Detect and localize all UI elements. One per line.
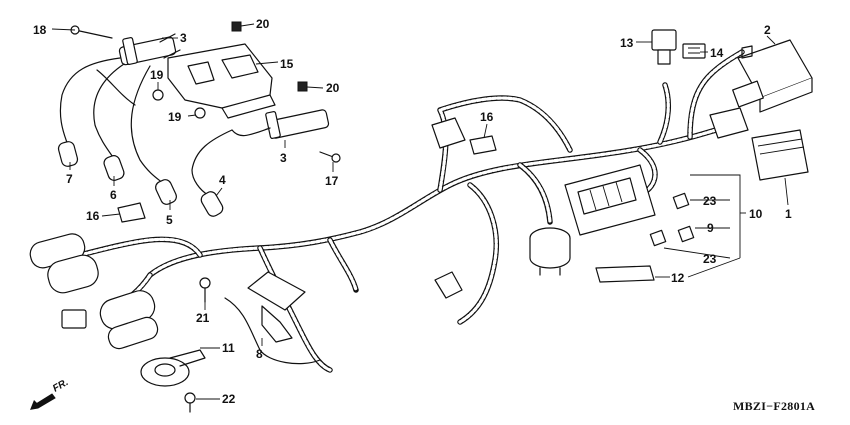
ecu-connector-block xyxy=(709,107,749,139)
label-12 xyxy=(595,265,655,283)
fuse-23-lower xyxy=(649,229,667,247)
callout-6: 6 xyxy=(110,188,117,202)
callout-8: 8 xyxy=(256,347,263,361)
spark-plug-caps xyxy=(57,141,224,217)
callout-19-upper: 19 xyxy=(150,68,164,82)
horn xyxy=(140,349,206,387)
callout-23-upper: 23 xyxy=(703,194,717,208)
harness-clamp-16-left xyxy=(117,202,146,223)
ground-wire xyxy=(224,297,321,365)
spark-plug-wires xyxy=(59,57,271,196)
regulator-1 xyxy=(751,129,809,181)
callout-3-upper: 3 xyxy=(180,31,187,45)
fuse-9 xyxy=(677,225,695,243)
callout-11: 11 xyxy=(222,341,235,355)
connector-14 xyxy=(682,43,706,59)
callout-1: 1 xyxy=(785,207,792,221)
callout-5: 5 xyxy=(166,213,173,227)
harness-clamp-16-right xyxy=(469,135,497,155)
callout-7: 7 xyxy=(66,172,73,186)
ignition-coil-upper xyxy=(118,33,181,66)
callout-labels: 18 3 20 19 15 20 19 3 17 7 6 5 4 16 16 1… xyxy=(33,17,792,406)
front-direction-label: FR. xyxy=(51,377,70,395)
ignition-control-module xyxy=(732,39,813,113)
callout-23-lower: 23 xyxy=(703,252,717,266)
callout-20-lower: 20 xyxy=(326,81,340,95)
callout-22: 22 xyxy=(222,392,236,406)
callout-17: 17 xyxy=(325,174,339,188)
coil-bracket xyxy=(167,43,276,119)
connector-cylinder-bottom xyxy=(107,316,159,350)
regulator-rectifier xyxy=(247,271,306,343)
callout-4: 4 xyxy=(219,173,226,187)
fuse-23-upper xyxy=(672,192,690,210)
callout-16-left: 16 xyxy=(86,209,100,223)
fuse-box xyxy=(564,164,656,236)
front-direction-arrow-icon xyxy=(30,393,56,410)
ignition-coil-lower xyxy=(265,109,330,139)
callout-14: 14 xyxy=(710,46,724,60)
connector-cylinder-mid xyxy=(47,254,99,294)
callout-19-lower: 19 xyxy=(168,110,182,124)
callout-10: 10 xyxy=(749,207,763,221)
callout-16-right: 16 xyxy=(480,110,494,124)
starter-relay xyxy=(529,227,571,276)
callout-3-lower: 3 xyxy=(280,151,287,165)
callout-15: 15 xyxy=(280,57,294,71)
callout-leaders xyxy=(51,23,789,400)
callout-12: 12 xyxy=(671,271,685,285)
relay-13 xyxy=(651,29,677,65)
callout-18: 18 xyxy=(33,23,47,37)
bolt-21 xyxy=(199,277,211,303)
coil-bolts xyxy=(70,21,341,163)
lower-connector xyxy=(434,271,463,299)
small-connector-left xyxy=(61,309,87,329)
callout-21: 21 xyxy=(196,311,210,325)
callout-20-upper: 20 xyxy=(256,17,270,31)
callout-13: 13 xyxy=(620,36,634,50)
cover-top xyxy=(431,117,466,149)
diagram-code: MBZI−F2801A xyxy=(733,399,815,413)
callout-9: 9 xyxy=(707,221,714,235)
bolt-22 xyxy=(184,392,196,413)
callout-2: 2 xyxy=(764,23,771,37)
